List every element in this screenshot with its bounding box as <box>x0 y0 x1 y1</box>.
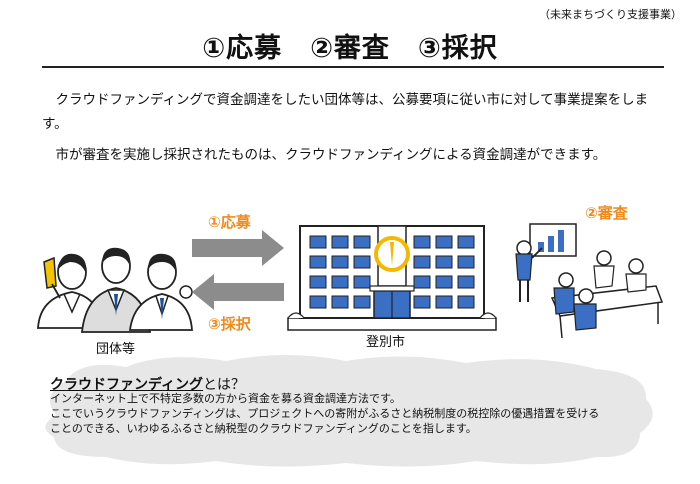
reviewer-1-icon <box>593 250 615 289</box>
city-caption: 登別市 <box>366 335 406 350</box>
header-subtitle: （未来まちづくり支援事業） <box>539 8 682 21</box>
city-hall-building-icon <box>287 225 497 331</box>
crowdfunding-description-3: ことのできる、いわゆるふるさと納税型のクラウドファンディングのことを指します。 <box>50 422 477 435</box>
step-apply-label: ①応募 <box>208 213 251 231</box>
crowdfunding-term-suffix: とは？ <box>203 377 246 393</box>
group-caption: 団体等 <box>96 342 136 357</box>
page-title: ①応募 ②審査 ③採択 <box>202 33 498 64</box>
person-left-icon <box>37 253 103 329</box>
reviewer-2-icon <box>625 258 647 293</box>
flow-arrows <box>192 230 284 310</box>
arrow-right-icon <box>192 230 284 266</box>
crowdfunding-term: クラウドファンディング <box>50 377 204 393</box>
crowdfunding-heading: クラウドファンディングとは？ <box>50 374 245 394</box>
intro-paragraph-1: クラウドファンディングで資金調達をしたい団体等は、公募要項に従い市に対して事業提… <box>42 92 649 132</box>
step-review-label: ②審査 <box>585 204 628 222</box>
intro-paragraph-2: 市が審査を実施し採択されたものは、クラウドファンディングによる資金調達ができます… <box>55 147 607 163</box>
presenter-icon <box>515 240 543 302</box>
arrow-left-icon <box>192 274 284 310</box>
reviewer-4-icon <box>573 288 597 331</box>
step-adopt-label: ③採択 <box>208 315 251 333</box>
cloud-background <box>45 355 653 467</box>
reviewer-3-icon <box>553 272 575 315</box>
crowdfunding-description-1: インターネット上で不特定多数の方から資金を募る資金調達方法です。 <box>50 392 401 405</box>
people-group-illustration <box>37 247 193 333</box>
person-right-icon <box>128 253 193 331</box>
title-divider <box>42 66 664 68</box>
review-meeting-illustration <box>515 223 664 339</box>
crowdfunding-description-2: ここでいうクラウドファンディングは、プロジェクトへの寄附がふるさと納税制度の税控… <box>50 407 600 420</box>
